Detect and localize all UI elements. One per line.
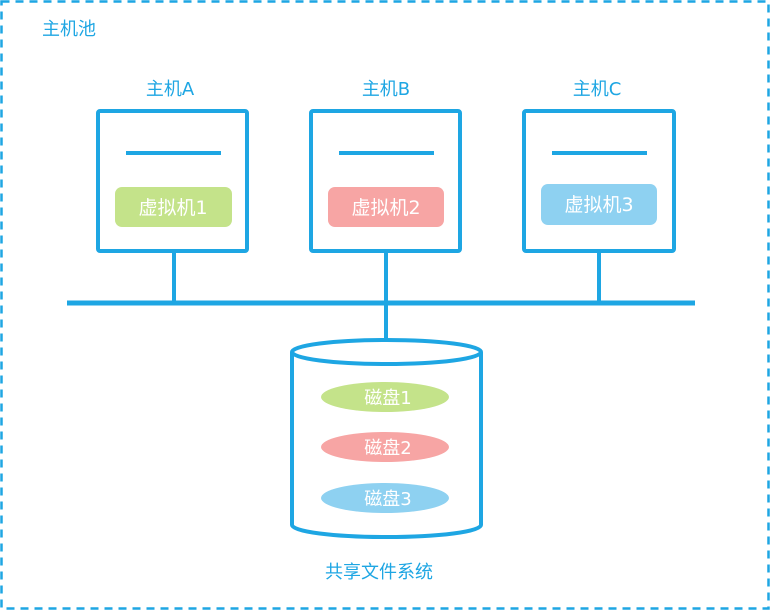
storage-cylinder-top [290,338,483,366]
vm-1-label: 虚拟机1 [138,197,207,219]
disk-1-badge [321,382,449,412]
host-pool-title: 主机池 [42,19,96,40]
host-c-server-icon [522,109,676,253]
host-b: 主机B 虚拟机2 [309,79,462,340]
host-a-label: 主机A [146,79,195,100]
vm-1-badge [115,187,232,227]
host-c-label: 主机C [573,79,622,100]
disk-3-badge [321,483,449,513]
disk-3-label: 磁盘3 [364,489,411,510]
host-c: 主机C 虚拟机3 [522,79,676,303]
disk-1-label: 磁盘1 [364,388,411,409]
vm-2-badge [328,187,444,227]
disk-2-badge [321,432,449,462]
shared-storage: 磁盘1 磁盘2 磁盘3 共享文件系统 [290,338,483,583]
host-a: 主机A 虚拟机1 [96,79,249,303]
vm-2-label: 虚拟机2 [351,197,420,219]
host-b-label: 主机B [362,79,410,100]
host-b-server-icon [309,109,462,253]
storage-label: 共享文件系统 [325,562,433,583]
host-a-server-icon [96,109,249,253]
disk-2-label: 磁盘2 [364,438,411,459]
vm-3-badge [541,184,657,225]
vm-3-label: 虚拟机3 [564,194,633,216]
